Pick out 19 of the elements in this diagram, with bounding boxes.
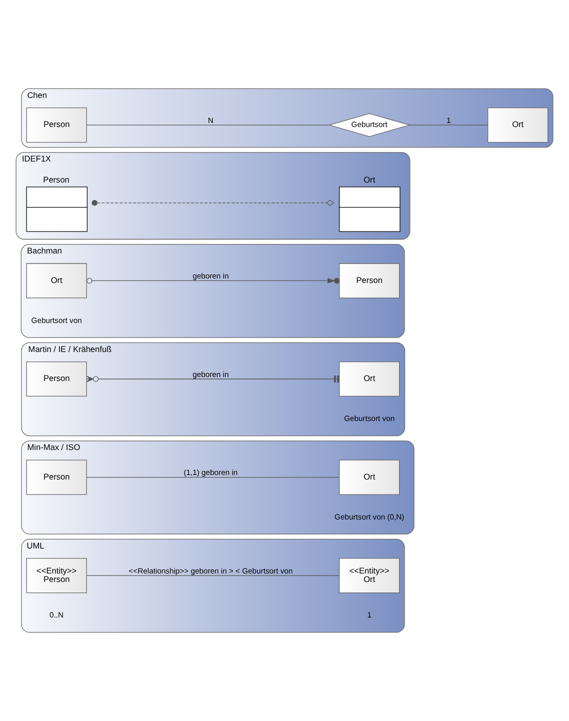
node-box: Ort	[339, 361, 400, 397]
connector	[86, 124, 330, 126]
node-box: Person	[339, 263, 400, 298]
node-label: Person	[43, 174, 70, 185]
node-box: Ort	[488, 107, 548, 143]
node-label: Ort	[364, 174, 376, 185]
node-box: Person	[26, 460, 87, 495]
node-box: Ort	[339, 460, 400, 495]
node-box: <<Entity>> Ort	[339, 558, 400, 594]
arrow	[86, 278, 340, 284]
connector	[92, 200, 334, 206]
connector	[86, 476, 340, 478]
connector	[86, 575, 340, 576]
node-box: Person	[26, 107, 87, 143]
connector	[409, 124, 488, 126]
node-box: <<Entity>> Person	[26, 558, 87, 594]
node-box: Person	[26, 361, 87, 397]
node-box: Ort	[26, 263, 87, 298]
connector	[86, 376, 340, 383]
